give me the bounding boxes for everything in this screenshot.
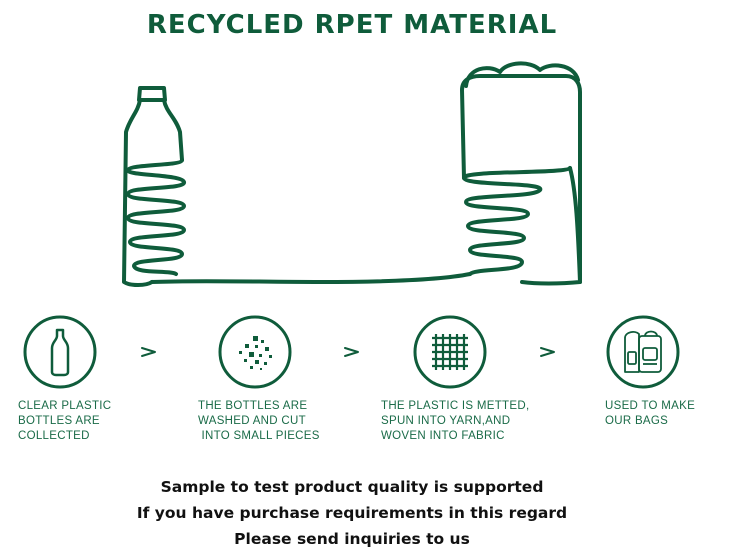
arrow-right-icon	[540, 347, 555, 357]
step-4-label: USED TO MAKE OUR BAGS	[605, 400, 696, 427]
bottle-cap-outline	[137, 86, 167, 102]
footer-line-2: If you have purchase requirements in thi…	[136, 504, 568, 522]
backpack-handle	[464, 61, 580, 88]
bottle-spiral	[125, 158, 187, 276]
backpack-spiral	[461, 166, 572, 276]
footer-line-3: Please send inquiries to us	[234, 530, 470, 548]
footer-notice: Sample to test product quality is suppor…	[0, 474, 704, 552]
ground-line	[150, 272, 472, 284]
backpack-strap	[568, 166, 582, 284]
bottle-outline	[122, 98, 184, 287]
backpack-icon	[606, 315, 680, 389]
page-title: RECYCLED RPET MATERIAL	[146, 10, 558, 40]
pieces-icon	[218, 315, 292, 389]
fabric-grid-icon	[413, 315, 487, 389]
arrow-right-icon	[141, 347, 156, 357]
step-1-label: CLEAR PLASTIC BOTTLES ARE COLLECTED	[18, 400, 112, 442]
arrow-right-icon	[344, 347, 359, 357]
bottle-to-backpack-illustration	[122, 61, 582, 287]
bottle-icon	[23, 315, 97, 389]
step-2-label: THE BOTTLES ARE WASHED AND CUT INTO SMAL…	[198, 400, 320, 442]
footer-line-1: Sample to test product quality is suppor…	[160, 478, 544, 496]
step-3-label: THE PLASTIC IS METTED, SPUN INTO YARN,AN…	[381, 400, 530, 442]
